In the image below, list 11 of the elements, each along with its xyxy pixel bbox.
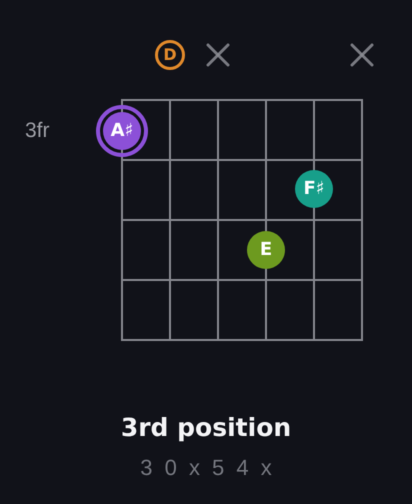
- fret-number: 3fr: [25, 119, 50, 143]
- note-name: D: [163, 47, 177, 63]
- root-note-dot: [96, 105, 148, 157]
- note-dot: [247, 231, 285, 269]
- note-name: E: [260, 241, 272, 259]
- note-name: F♯: [303, 180, 324, 198]
- note-dot: [295, 170, 333, 208]
- chord-title: 3rd position: [120, 413, 292, 443]
- fingering-text: 3 0 x 5 4 x: [139, 455, 275, 481]
- note-name: A♯: [110, 122, 134, 140]
- open-string-ring: [155, 40, 185, 70]
